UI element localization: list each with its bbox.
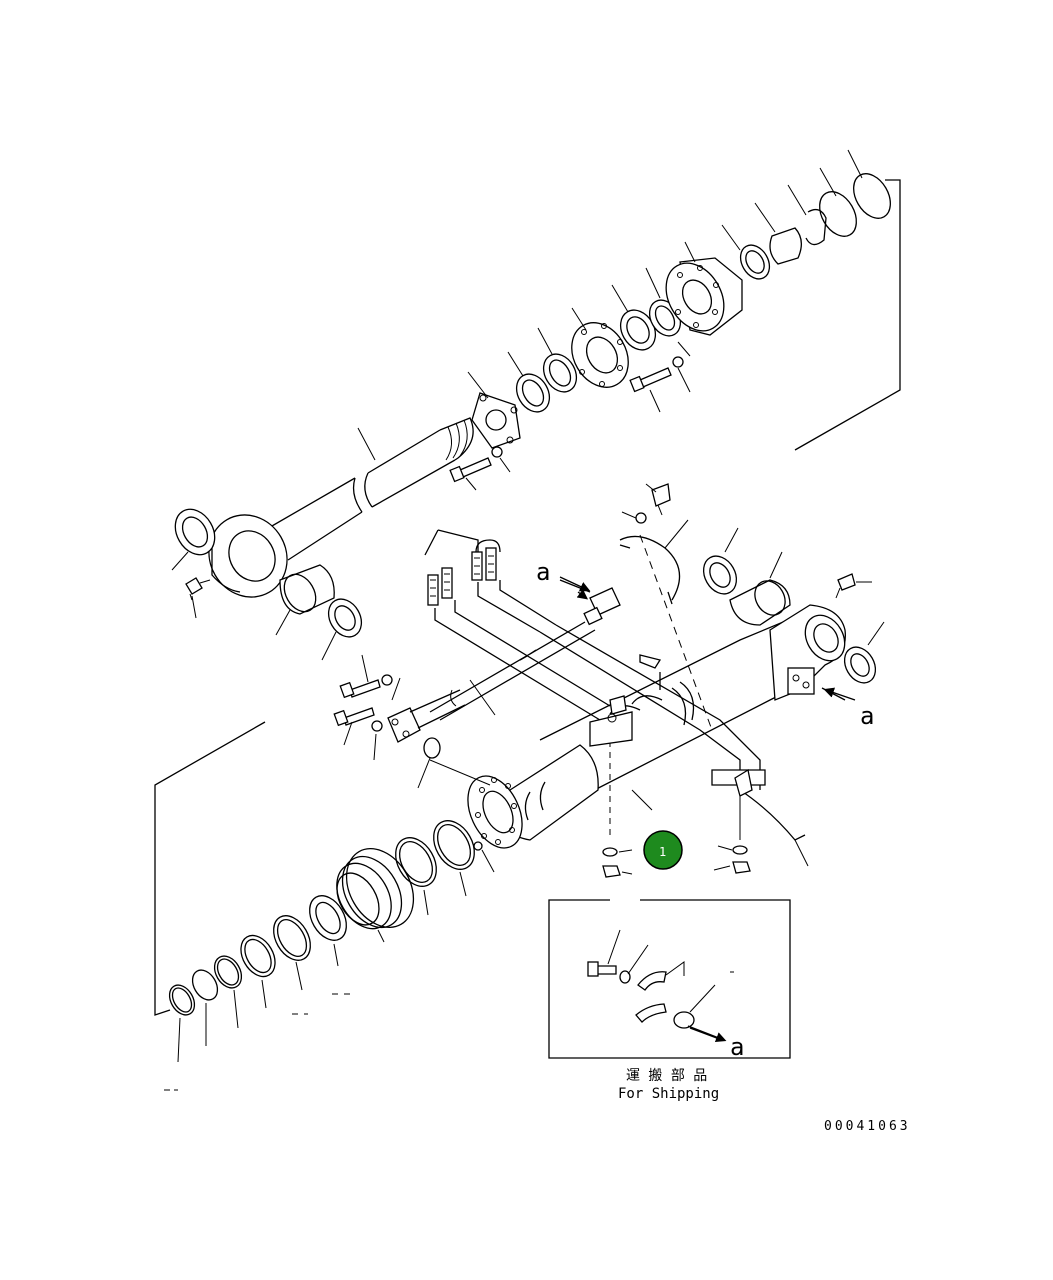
pipe-flange — [387, 689, 466, 743]
pipe-fitting — [559, 579, 621, 626]
rod-flange-plate — [471, 392, 521, 449]
cylinder-tube — [429, 604, 885, 878]
lower-seal-rings — [154, 721, 475, 1091]
piston-bolt — [629, 341, 691, 413]
mid-left-bushing — [275, 564, 363, 661]
piping-assembly — [333, 483, 872, 838]
clamp-lower-right — [711, 768, 806, 841]
piston-rod-assembly — [171, 417, 474, 619]
piston-head — [665, 257, 743, 336]
ref-label-a-upper: a — [536, 558, 550, 586]
rod-eye — [208, 514, 288, 598]
ref-label-a-shipping: a — [730, 1033, 744, 1061]
shipping-label-en: For Shipping — [618, 1086, 719, 1102]
nuts-washers — [602, 845, 751, 878]
ref-label-a-right: a — [860, 702, 874, 730]
rod-thread — [439, 417, 474, 461]
shipping-clamp — [635, 961, 685, 1023]
clamp-upper — [619, 483, 689, 605]
cylinder-bottom-eye — [769, 604, 846, 701]
shipping-bolt — [587, 929, 649, 984]
bushing-right — [729, 579, 791, 626]
grease-fitting-left — [185, 577, 211, 601]
flange-bolt — [449, 446, 511, 491]
hose-u-right — [471, 539, 501, 581]
upper-seal-rings — [174, 149, 901, 556]
shipping-cap — [673, 971, 734, 1041]
for-shipping-box — [548, 899, 791, 1059]
grease-fitting-right — [835, 573, 872, 599]
callout-1-label: 1 — [659, 845, 666, 859]
mid-bolts — [333, 654, 401, 761]
cylinder-head — [467, 744, 599, 849]
shipping-label-jp: 運 搬 部 品 — [626, 1068, 707, 1084]
drawing-number: 00041063 — [824, 1119, 911, 1134]
tube-mount-block — [589, 695, 633, 747]
callout-1-button[interactable]: 1 — [643, 830, 683, 870]
hose-u-left — [427, 567, 453, 606]
